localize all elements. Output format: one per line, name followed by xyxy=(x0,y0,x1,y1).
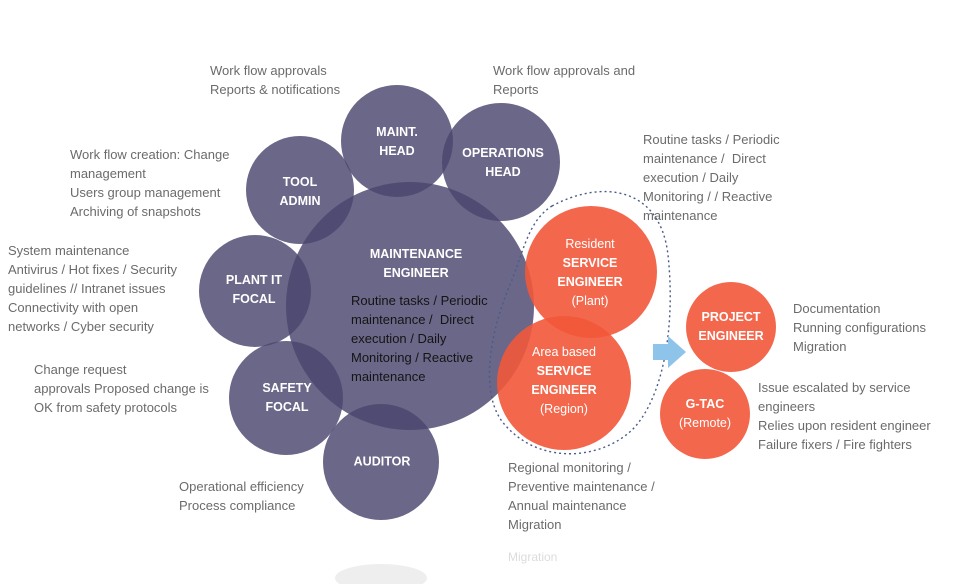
resident-service-engineer-circle xyxy=(525,206,657,338)
maintenance-engineer-label: MAINTENANCE ENGINEER xyxy=(369,247,463,280)
maintenance-engineer-circle xyxy=(286,182,534,430)
plant-it-focal-circle xyxy=(199,235,311,347)
tool-admin-circle xyxy=(246,136,354,244)
area-based-service-engineer-circle xyxy=(497,316,631,450)
area-based-service-engineer-label: Area based SERVICE ENGINEER (Region) xyxy=(531,345,597,416)
safety-focal-circle xyxy=(229,341,343,455)
maint-head-label: MAINT. HEAD xyxy=(376,125,418,158)
operations-head-label: OPERATIONS HEAD xyxy=(462,146,544,179)
operations-head-annotation: Work flow approvals and Reports xyxy=(493,63,636,97)
reflection-shape xyxy=(335,564,427,584)
plant-it-focal-label: PLANT IT FOCAL xyxy=(225,273,283,306)
reflection-text: Migration xyxy=(508,550,558,564)
safety-annotation: Change request approvals Proposed change… xyxy=(34,362,209,415)
maintenance-engineer-description: Routine tasks / Periodic maintenance / D… xyxy=(351,293,488,384)
project-engineer-annotation: Documentation Running configurations Mig… xyxy=(793,301,926,354)
area-based-annotation: Regional monitoring / Preventive mainten… xyxy=(508,460,655,532)
tool-admin-label: TOOL ADMIN xyxy=(279,175,321,208)
gtac-circle xyxy=(660,369,750,459)
maint-head-annotation: Work flow approvals Reports & notificati… xyxy=(210,63,341,97)
gtac-label: G-TAC (Remote) xyxy=(678,397,732,430)
maint-head-circle xyxy=(341,85,453,197)
project-engineer-circle xyxy=(686,282,776,372)
auditor-label: AUDITOR xyxy=(353,454,411,469)
safety-focal-label: SAFETY FOCAL xyxy=(262,381,312,414)
resident-annotation: Routine tasks / Periodic maintenance / D… xyxy=(643,132,780,223)
tool-admin-annotation: Work flow creation: Change management Us… xyxy=(70,147,230,219)
arrow-icon xyxy=(653,336,686,368)
service-engineers-dotted-outline xyxy=(488,190,671,455)
gtac-annotation: Issue escalated by service engineers Rel… xyxy=(758,380,931,452)
plant-it-annotation: System maintenance Antivirus / Hot fixes… xyxy=(8,243,178,334)
project-engineer-label: PROJECT ENGINEER xyxy=(698,310,764,343)
auditor-annotation: Operational efficiency Process complianc… xyxy=(179,479,304,513)
resident-service-engineer-label: Resident SERVICE ENGINEER (Plant) xyxy=(557,237,623,308)
auditor-circle xyxy=(323,404,439,520)
operations-head-circle xyxy=(442,103,560,221)
